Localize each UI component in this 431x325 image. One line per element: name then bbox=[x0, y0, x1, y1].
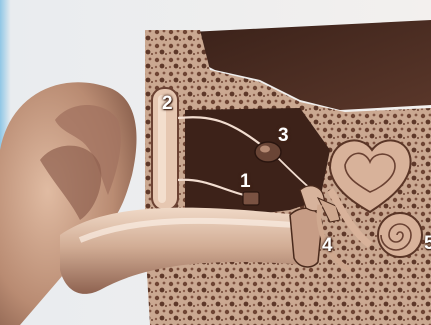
label-2: 2 bbox=[162, 94, 173, 113]
label-4: 4 bbox=[322, 236, 333, 255]
label-1: 1 bbox=[240, 172, 251, 191]
label-5: 5 bbox=[424, 234, 431, 253]
label-3: 3 bbox=[278, 126, 289, 145]
